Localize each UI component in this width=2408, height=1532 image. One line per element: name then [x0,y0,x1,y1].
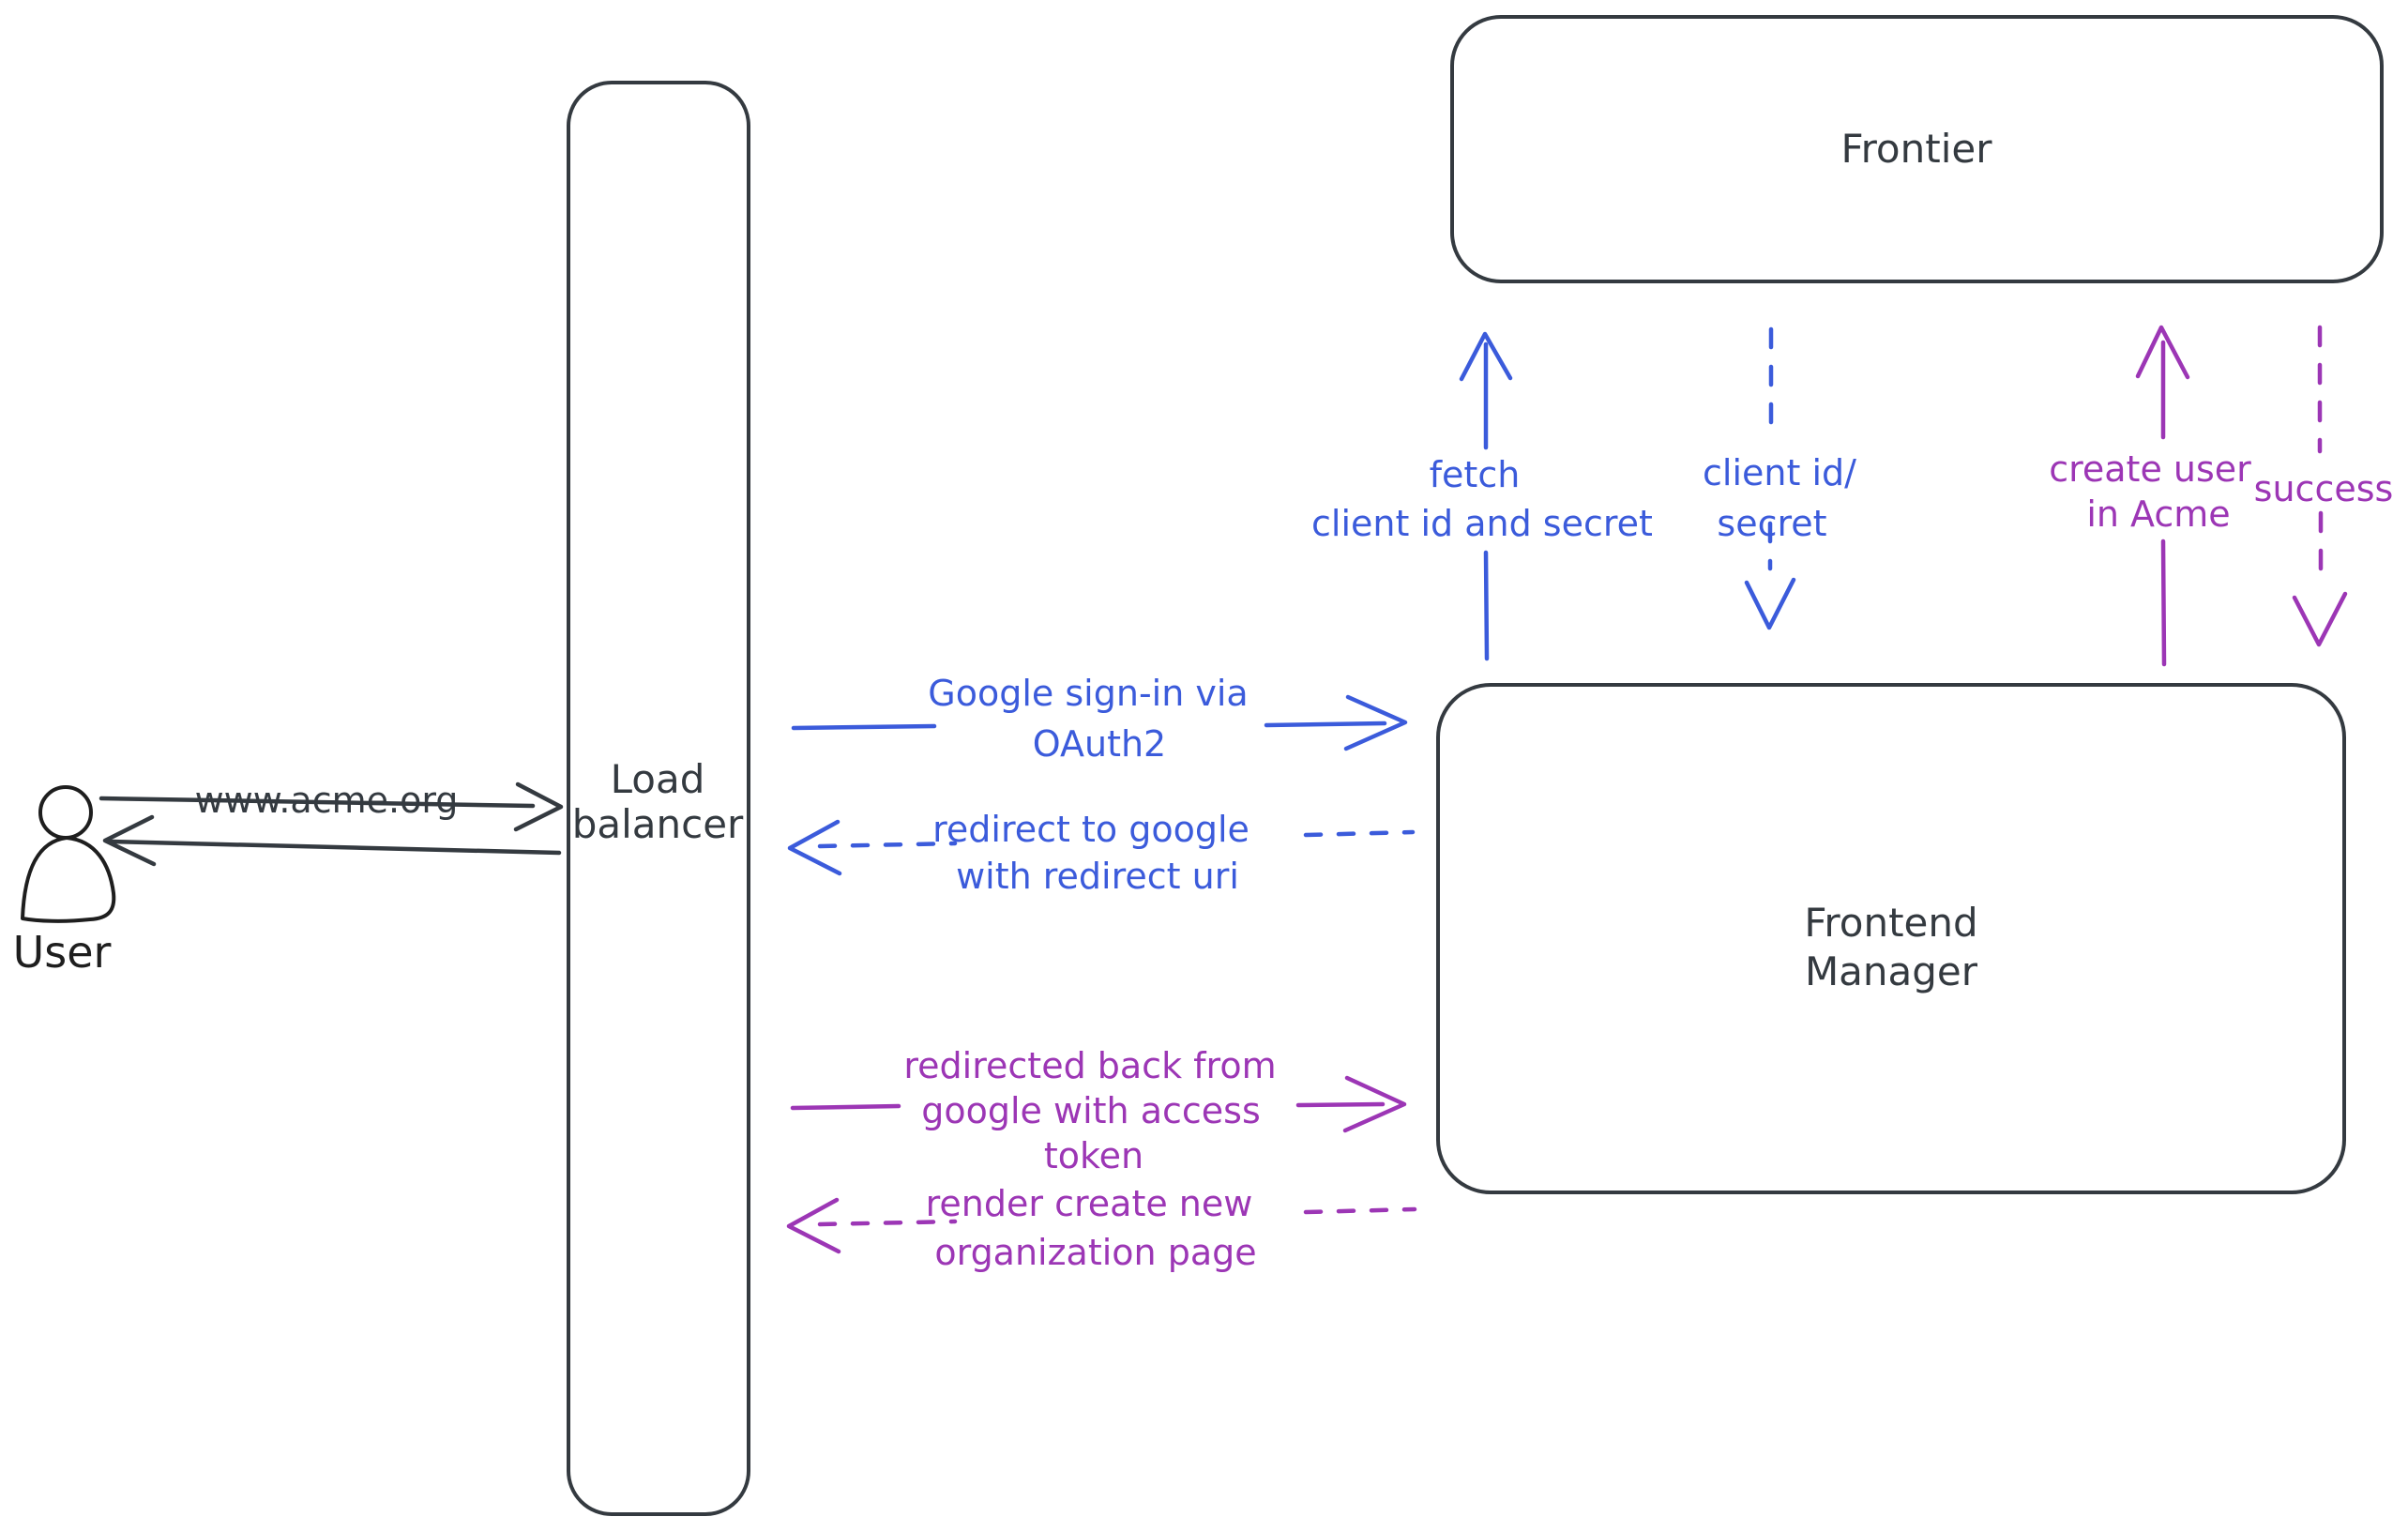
client-id-secret-arrowhead [1744,577,1796,630]
flow-acme-request: www.acme.org [98,780,564,832]
fetch-secret-label-line1: fetch [1430,454,1521,495]
flow-redirect-google: redirect to google with redirect uri [787,809,1416,897]
create-user-label-line1: create user [2049,448,2251,490]
load-balancer-label-line1: Load [611,756,705,802]
redirected-back-line-left [790,1103,901,1111]
render-page-arrowhead [786,1197,841,1254]
google-signin-label-line1: Google sign-in via [928,673,1248,714]
google-signin-line-left [791,723,937,731]
redirected-back-label-line2: google with access [921,1090,1261,1131]
google-signin-line-right [1264,720,1387,728]
google-signin-label-line2: OAuth2 [1033,723,1166,765]
client-id-secret-label-line2: secret [1717,503,1826,544]
redirect-google-line-left [817,841,958,849]
frontend-manager-box [1436,683,2346,1194]
create-user-label-line2: in Acme [2086,493,2230,535]
user-label: User [13,927,112,978]
load-balancer-label-line2: balancer [572,801,744,847]
create-user-shaft-lower [2160,538,2167,667]
redirected-back-label-line1: redirected back from [903,1045,1276,1086]
flow-success: success [2254,325,2394,647]
load-balancer-box [567,81,750,1516]
user-icon-body [21,836,116,923]
flow-redirected-back: redirected back from google with access … [790,1045,1407,1176]
redirect-google-line-right [1303,829,1416,838]
redirect-google-arrowhead [787,819,842,876]
flow-google-signin: Google sign-in via OAuth2 [791,673,1408,765]
user-response-line [108,839,562,856]
render-page-label-line1: render create new [926,1183,1253,1224]
flow-user-response [102,814,562,867]
frontier-box [1450,15,2384,283]
flow-render-page: render create new organization page [786,1183,1417,1273]
create-user-arrowhead [2135,325,2190,380]
fetch-secret-label-line2: client id and secret [1311,503,1653,544]
frontend-manager-label-line1: Frontend [1804,900,1977,946]
load-balancer-node: Load balancer [567,81,750,1516]
fetch-secret-arrowhead [1459,331,1513,382]
success-arrowhead [2292,591,2348,647]
frontier-node: Frontier [1450,15,2384,283]
redirected-back-line-right [1295,1101,1386,1108]
flow-create-user: create user in Acme [2049,325,2251,667]
acme-request-arrowhead [513,781,564,832]
acme-request-line [98,796,536,809]
flow-client-id-secret: client id/ secret [1703,326,1856,630]
user-actor: User [13,785,116,978]
client-id-secret-label-line1: client id/ [1703,452,1856,493]
frontend-manager-label-line2: Manager [1805,948,1978,994]
user-icon-head [38,785,93,840]
fetch-secret-shaft-lower [1483,550,1490,661]
user-response-arrowhead [102,814,157,867]
frontend-manager-node: Frontend Manager [1436,683,2346,1194]
google-signin-arrowhead [1343,694,1408,751]
render-page-line-left [817,1219,958,1227]
frontier-label: Frontier [1840,126,1992,172]
flow-fetch-secret: fetch client id and secret [1311,331,1653,661]
redirected-back-label-line3: token [1044,1135,1143,1176]
redirect-google-label-line2: with redirect uri [956,856,1239,897]
render-page-line-right [1303,1206,1417,1215]
redirect-google-label-line1: redirect to google [932,809,1249,850]
acme-request-label: www.acme.org [195,780,459,821]
success-label: success [2254,468,2394,509]
render-page-label-line2: organization page [934,1232,1256,1273]
redirected-back-arrowhead [1342,1075,1407,1133]
